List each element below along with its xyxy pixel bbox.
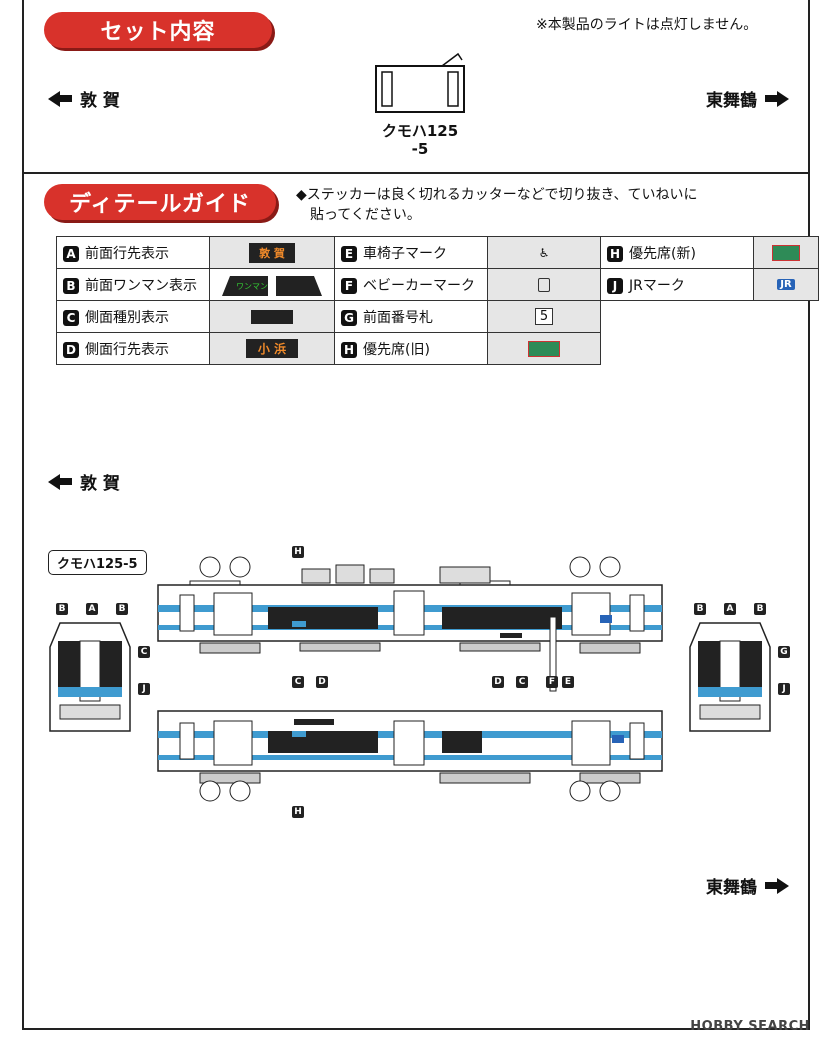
tag-b-right-1: B bbox=[694, 603, 706, 615]
car-top-icon bbox=[375, 52, 465, 113]
label-front-number: 前面番号札 bbox=[363, 309, 433, 326]
sticker-side-destination: 小 浜 bbox=[209, 332, 335, 365]
label-wheelchair: 車椅子マーク bbox=[363, 245, 447, 262]
arrow-left-icon bbox=[48, 473, 60, 490]
sticker-side-type bbox=[209, 300, 335, 333]
tag-h-upper: H bbox=[292, 546, 304, 558]
side-view-lower bbox=[157, 710, 663, 802]
tag-b-left-2: B bbox=[116, 603, 128, 615]
label-side-destination: 側面行先表示 bbox=[85, 341, 169, 358]
tag-c-upper: C bbox=[516, 676, 528, 688]
label-stroller: ベビーカーマーク bbox=[363, 277, 475, 294]
side-view-upper bbox=[157, 556, 663, 692]
sticker-wheelchair: ♿ bbox=[487, 236, 601, 269]
key-g-icon: G bbox=[341, 309, 357, 326]
tag-g-right: G bbox=[778, 646, 790, 658]
detail-note-line1: ◆ステッカーは良く切れるカッターなどで切り抜き、ていねいに bbox=[296, 187, 698, 203]
detail-guide-table: A 前面行先表示 敦 賀 E 車椅子マーク ♿ H 優先席(新) B 前面ワンマン表示 … bbox=[56, 236, 819, 365]
table-row: B 前面ワンマン表示 ワンマン F ベビーカーマーク J JRマーク JR bbox=[56, 268, 819, 301]
label-side-type: 側面種別表示 bbox=[85, 309, 169, 326]
car-name-label: クモハ125-5 bbox=[48, 550, 147, 575]
car-number-line2: -5 bbox=[411, 140, 429, 158]
jr-logo: JR bbox=[777, 279, 795, 290]
label-priority-new: 優先席(新) bbox=[629, 245, 696, 262]
key-h-old-icon: H bbox=[341, 341, 357, 358]
front-view-right bbox=[689, 622, 771, 732]
sticker-stroller bbox=[487, 268, 601, 301]
page-frame bbox=[22, 0, 810, 1030]
key-e-icon: E bbox=[341, 245, 357, 262]
sticker-front-number: 5 bbox=[487, 300, 601, 333]
section-divider bbox=[22, 172, 810, 174]
tag-c-lower: C bbox=[292, 676, 304, 688]
key-h-icon: H bbox=[607, 245, 623, 262]
tag-d-lower: D bbox=[316, 676, 328, 688]
car-number-line1: クモハ125 bbox=[381, 122, 459, 140]
label-front-wanman: 前面ワンマン表示 bbox=[85, 277, 197, 294]
tag-f-upper: F bbox=[546, 676, 558, 688]
svg-text:ワンマン: ワンマン bbox=[236, 282, 268, 291]
table-row: C 側面種別表示 G 前面番号札 5 bbox=[56, 300, 819, 333]
key-j-icon: J bbox=[607, 277, 623, 294]
diagram-direction-right: 東舞鶴 bbox=[706, 873, 789, 898]
light-note: ※本製品のライトは点灯しません。 bbox=[536, 17, 758, 33]
label-front-destination: 前面行先表示 bbox=[85, 245, 169, 262]
key-c-icon: C bbox=[63, 309, 79, 326]
sticker-jr-mark: JR bbox=[753, 268, 819, 301]
tag-h-lower: H bbox=[292, 806, 304, 818]
arrow-right-icon bbox=[777, 877, 789, 894]
arrow-left-icon bbox=[48, 90, 60, 107]
stroller-icon bbox=[538, 277, 550, 292]
set-contents-title: セット内容 bbox=[44, 12, 272, 48]
diagram-direction-right-label: 東舞鶴 bbox=[706, 878, 757, 898]
detail-note-line2: 貼ってください。 bbox=[310, 207, 421, 223]
tag-a-left: A bbox=[86, 603, 98, 615]
direction-left: 敦 賀 bbox=[48, 86, 120, 111]
front-view-left bbox=[49, 622, 131, 732]
table-row: A 前面行先表示 敦 賀 E 車椅子マーク ♿ H 優先席(新) bbox=[56, 236, 819, 269]
diagram-direction-left: 敦 賀 bbox=[48, 469, 120, 494]
direction-right: 東舞鶴 bbox=[706, 86, 789, 111]
sticker-front-destination: 敦 賀 bbox=[209, 236, 335, 269]
key-b-icon: B bbox=[63, 277, 79, 294]
diagram-direction-left-label: 敦 賀 bbox=[80, 474, 120, 494]
table-row: D 側面行先表示 小 浜 H 優先席(旧) bbox=[56, 332, 819, 365]
tag-a-right: A bbox=[724, 603, 736, 615]
tag-e-upper: E bbox=[562, 676, 574, 688]
sticker-priority-old bbox=[487, 332, 601, 365]
arrow-right-icon bbox=[777, 90, 789, 107]
train-diagram bbox=[49, 556, 771, 802]
tag-c-left: C bbox=[138, 646, 150, 658]
direction-left-label: 敦 賀 bbox=[80, 91, 120, 111]
hobby-search-watermark: HOBBY SEARCH bbox=[690, 1019, 810, 1034]
sticker-front-wanman: ワンマン bbox=[209, 268, 335, 301]
direction-right-label: 東舞鶴 bbox=[706, 91, 757, 111]
key-f-icon: F bbox=[341, 277, 357, 294]
sticker-priority-new bbox=[753, 236, 819, 269]
key-d-icon: D bbox=[63, 341, 79, 358]
detail-guide-title: ディテールガイド bbox=[44, 184, 276, 220]
label-jr-mark: JRマーク bbox=[629, 277, 685, 294]
key-a-icon: A bbox=[63, 245, 79, 262]
tag-j-left: J bbox=[138, 683, 150, 695]
wheelchair-icon: ♿ bbox=[538, 245, 550, 260]
tag-b-right-2: B bbox=[754, 603, 766, 615]
label-priority-old: 優先席(旧) bbox=[363, 341, 430, 358]
tag-j-right: J bbox=[778, 683, 790, 695]
tag-b-left-1: B bbox=[56, 603, 68, 615]
tag-d-upper: D bbox=[492, 676, 504, 688]
